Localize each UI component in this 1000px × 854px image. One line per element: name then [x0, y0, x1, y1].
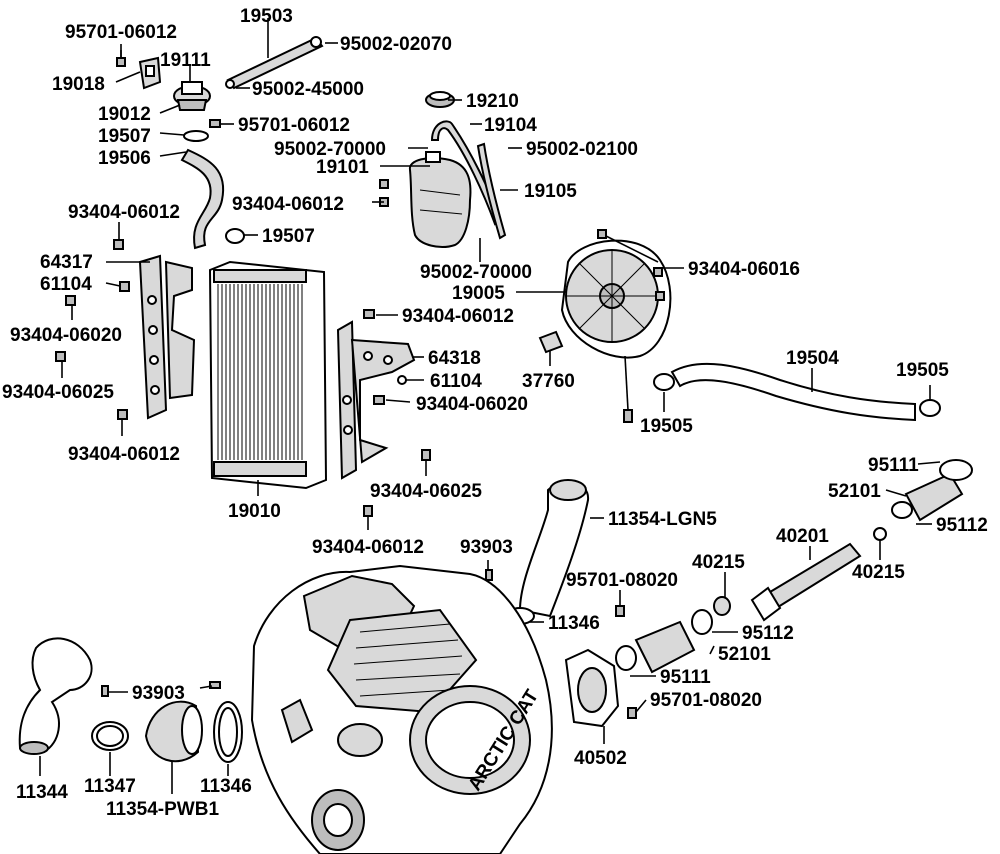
- label-64317: 64317: [40, 252, 93, 273]
- duct-11354-lgn5: [518, 479, 590, 618]
- label-93404-06016: 93404-06016: [688, 259, 800, 280]
- label-19104: 19104: [484, 115, 537, 136]
- cap-40215-a: [713, 596, 731, 616]
- label-19005: 19005: [452, 283, 505, 304]
- label-61104-a: 61104: [40, 274, 92, 295]
- label-93404-06012-d: 93404-06012: [68, 444, 180, 465]
- shaft-40201: [750, 527, 887, 622]
- label-19506: 19506: [98, 148, 151, 169]
- clamp-19507-b: [225, 228, 245, 244]
- clamp-11346-b: [213, 701, 243, 763]
- label-19111: 19111: [160, 50, 211, 71]
- boot-52101-b: [615, 609, 713, 674]
- label-93404-06012-e: 93404-06012: [312, 537, 424, 558]
- bolt-95701-06012-b: [209, 119, 221, 128]
- label-37760: 37760: [522, 371, 575, 392]
- label-11346-b: 11346: [200, 776, 252, 797]
- label-64318: 64318: [428, 348, 481, 369]
- label-19210: 19210: [466, 91, 519, 112]
- engine-block: ARCTIC CAT: [250, 564, 553, 854]
- label-19503: 19503: [240, 6, 293, 27]
- thermostat-housing-19111: [173, 81, 211, 111]
- label-93404-06020-a: 93404-06020: [10, 325, 122, 346]
- label-19012: 19012: [98, 104, 151, 125]
- label-95002-70000-a: 95002-70000: [274, 139, 386, 160]
- label-95002-70000-b: 95002-70000: [420, 262, 532, 283]
- label-40201: 40201: [776, 526, 829, 547]
- radiator-19010: [208, 260, 328, 490]
- label-93903-a: 93903: [460, 537, 513, 558]
- label-19105: 19105: [524, 181, 577, 202]
- label-95112-a: 95112: [936, 515, 988, 536]
- label-95112-b: 95112: [742, 623, 794, 644]
- label-19101: 19101: [316, 157, 369, 178]
- label-11354-lgn5: 11354-LGN5: [608, 509, 717, 530]
- sensor-37760: [538, 330, 564, 354]
- label-93404-06012-b: 93404-06012: [232, 194, 344, 215]
- label-93404-06020-b: 93404-06020: [416, 394, 528, 415]
- label-95002-02100: 95002-02100: [526, 139, 638, 160]
- clamp-19505-a: [919, 399, 941, 417]
- label-40215-a: 40215: [692, 552, 745, 573]
- bolts-93903: [101, 569, 493, 697]
- label-95701-06012-b: 95701-06012: [238, 115, 350, 136]
- label-95111-a: 95111: [868, 455, 919, 476]
- label-19010: 19010: [228, 501, 281, 522]
- bracket-64317: [138, 254, 196, 420]
- label-93404-06012-c: 93404-06012: [402, 306, 514, 327]
- label-95701-06012-a: 95701-06012: [65, 22, 177, 43]
- label-19504: 19504: [786, 348, 839, 369]
- label-95701-08020-b: 95701-08020: [650, 690, 762, 711]
- fan-19005: [560, 239, 672, 423]
- label-40215-b: 40215: [852, 562, 905, 583]
- label-40502: 40502: [574, 748, 627, 769]
- clamp-19505-b: [653, 373, 675, 391]
- label-19507-b: 19507: [262, 226, 315, 247]
- hose-19506: [180, 148, 225, 250]
- hose-19105: [476, 142, 507, 240]
- clamp-11347: [91, 721, 129, 751]
- part-labels: 95701-06012 19503 95002-02070 19018 1911…: [2, 6, 988, 820]
- bracket-64318: [336, 320, 416, 480]
- housing-40502: [564, 648, 620, 728]
- label-95002-45000: 95002-45000: [252, 79, 364, 100]
- hose-19504: [670, 362, 916, 422]
- label-95111-b: 95111: [660, 667, 711, 688]
- label-11354-pwb1: 11354-PWB1: [106, 799, 219, 820]
- boot-11354-pwb1: [144, 700, 203, 763]
- label-11344: 11344: [16, 782, 68, 803]
- clamp-19507-a: [183, 130, 209, 142]
- bolts-left-bracket: [55, 239, 130, 420]
- label-93404-06025-b: 93404-06025: [370, 481, 482, 502]
- reservoir-19101: [408, 151, 472, 248]
- bolts-fan: [597, 229, 665, 301]
- elbow-11344: [18, 637, 93, 755]
- label-52101-b: 52101: [718, 644, 771, 665]
- label-93903-b: 93903: [132, 683, 185, 704]
- leader-lines: [39, 18, 941, 794]
- label-52101-a: 52101: [828, 481, 881, 502]
- bracket-19018: [138, 56, 162, 90]
- label-11346-a: 11346: [548, 613, 600, 634]
- label-93404-06025-a: 93404-06025: [2, 382, 114, 403]
- hose-19503: [225, 36, 324, 90]
- label-19505-a: 19505: [896, 360, 949, 381]
- label-61104-b: 61104: [430, 371, 482, 392]
- boot-52101-a: [891, 459, 973, 522]
- label-11347: 11347: [84, 776, 136, 797]
- label-19505-b: 19505: [640, 416, 693, 437]
- label-93404-06012-a: 93404-06012: [68, 202, 180, 223]
- label-19018: 19018: [52, 74, 105, 95]
- label-95002-02070: 95002-02070: [340, 34, 452, 55]
- label-95701-08020-a: 95701-08020: [566, 570, 678, 591]
- label-19507-a: 19507: [98, 126, 151, 147]
